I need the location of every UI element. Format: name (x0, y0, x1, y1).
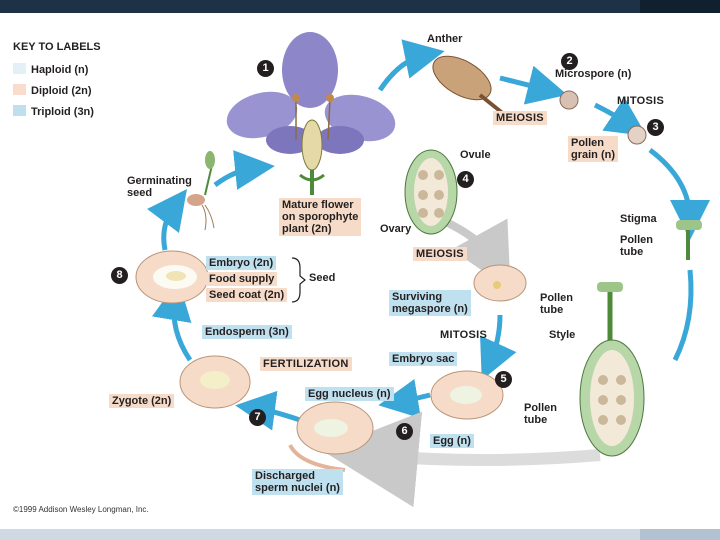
pollen-tube-mid-label-line2: tube (540, 304, 564, 316)
embryo-label: Embryo (2n) (206, 256, 277, 270)
cycle-arrow-right-down (648, 148, 710, 240)
surviving-megaspore-label-line2: megaspore (n) (392, 303, 468, 315)
copyright-text: ©1999 Addison Wesley Longman, Inc. (13, 505, 149, 514)
step-4-badge: 4 (457, 171, 474, 188)
microspore-graphic (559, 90, 579, 110)
anther-label: Anther (427, 33, 463, 45)
fertilization-label: FERTILIZATION (260, 357, 352, 371)
egg-label: Egg (n) (430, 434, 474, 448)
pollen-grain-label-line2: grain (n) (571, 149, 615, 161)
bottom-bar-accent (640, 529, 720, 540)
diagram-graphics (135, 32, 710, 508)
discharged-sperm-label-line2: sperm nuclei (n) (255, 482, 340, 494)
top-bar-accent (640, 0, 720, 13)
pollen-tube-right-label-line1: Pollen (620, 234, 654, 246)
mature-flower (226, 32, 396, 195)
diploid-swatch (13, 84, 26, 95)
ovary-label: Ovary (380, 223, 412, 235)
cycle-arrow-embryo-zygote (235, 390, 301, 431)
key-item-diploid: Diploid (2n) (13, 84, 92, 97)
meiosis-top-label: MEIOSIS (493, 111, 547, 125)
cycle-arrow-anther-microspore (499, 65, 568, 105)
seed-coat-label: Seed coat (2n) (206, 288, 288, 302)
pollen-tube-bottom-label-line1: Pollen (524, 402, 558, 414)
pollen-tube-mid-label-line1: Pollen (540, 292, 574, 304)
mitosis-top-label: MITOSIS (617, 95, 665, 107)
step-7-badge: 7 (249, 409, 266, 426)
surviving-megaspore-label-line1: Surviving (392, 291, 443, 303)
key-item-haploid: Haploid (n) (13, 63, 88, 76)
embryo-sac-label: Embryo sac (389, 352, 458, 366)
step-5-badge: 5 (495, 371, 512, 388)
cycle-arrow-zygote-up (151, 280, 193, 362)
angiosperm-life-cycle-diagram: KEY TO LABELS Haploid (n) Diploid (2n) T… (0, 13, 720, 529)
mitosis-mid-label: MITOSIS (440, 329, 488, 341)
food-supply-label: Food supply (206, 272, 278, 286)
pollen-tube-bottom-label-line2: tube (524, 414, 548, 426)
seed-label: Seed (309, 272, 336, 284)
pistil-graphic (579, 220, 702, 457)
mature-flower-label-line3: plant (2n) (282, 223, 332, 235)
germinating-seed-label-line1: Germinating (127, 175, 192, 187)
discharged-sperm-label-line1: Discharged (255, 470, 315, 482)
step-8-badge: 8 (111, 267, 128, 284)
mature-flower-label-line2: on sporophyte (282, 211, 359, 223)
cycle-arrow-microspore-pollen (593, 97, 647, 137)
egg-nucleus-label: Egg nucleus (n) (305, 387, 394, 401)
cycle-arrow-stigma-down (672, 269, 694, 362)
cycle-arrow-top (377, 39, 445, 92)
mature-flower-label-line1: Mature flower (282, 199, 354, 211)
step-1-badge: 1 (257, 60, 274, 77)
zygote-label: Zygote (2n) (109, 394, 175, 408)
key-item-diploid-label: Diploid (2n) (31, 85, 92, 97)
stigma-label: Stigma (620, 213, 657, 225)
microspore-label: Microspore (n) (555, 68, 632, 80)
key-title: KEY TO LABELS (13, 41, 101, 53)
cycle-arrow-seed-up (147, 188, 187, 251)
step-2-badge: 2 (561, 53, 578, 70)
triploid-swatch (13, 105, 26, 116)
endosperm-label: Endosperm (3n) (202, 325, 292, 339)
top-bar (0, 0, 720, 13)
ovule-graphic (404, 149, 458, 235)
key-item-haploid-label: Haploid (n) (31, 64, 89, 76)
pollen-grain-graphic (627, 125, 647, 145)
style-label: Style (549, 329, 576, 341)
key-item-triploid-label: Triploid (3n) (31, 106, 94, 118)
seed-bracket (291, 257, 306, 303)
gray-arrow-bottom (322, 411, 601, 508)
key-item-triploid: Triploid (3n) (13, 105, 94, 118)
germinating-seed-graphic (187, 151, 215, 231)
haploid-swatch (13, 63, 26, 74)
cycle-arrow-megaspore-down (480, 314, 517, 381)
cycle-arrow-seedling-flower (213, 150, 275, 190)
pollen-tube-right-label-line2: tube (620, 246, 644, 258)
step-6-badge: 6 (396, 423, 413, 440)
step-3-badge: 3 (647, 119, 664, 136)
pollen-grain-label-line1: Pollen (571, 137, 605, 149)
germinating-seed-label-line2: seed (127, 187, 153, 199)
ovule-label: Ovule (460, 149, 491, 161)
bottom-bar (0, 529, 720, 540)
meiosis-mid-label: MEIOSIS (413, 247, 467, 261)
cycle-arrow-eggsac-left (378, 378, 431, 419)
anther-graphic (432, 55, 507, 117)
